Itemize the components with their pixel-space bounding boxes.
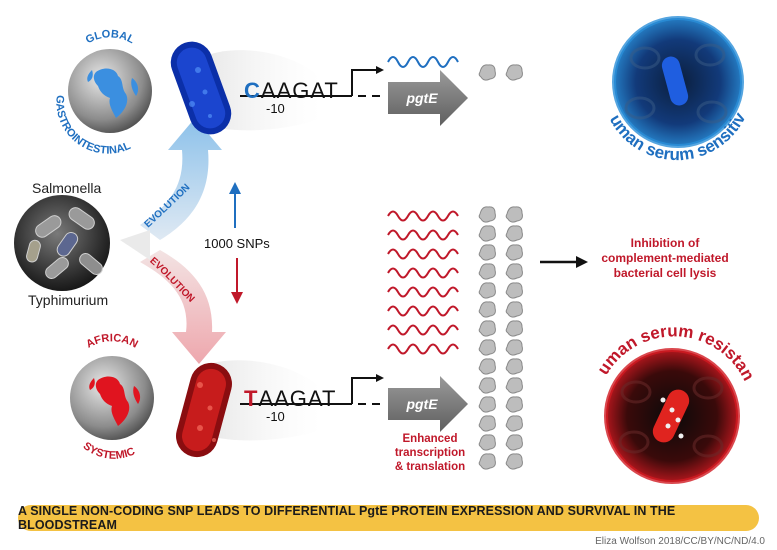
enhanced-note: Enhanced transcription & translation [382,432,478,474]
protein-icon [478,320,496,337]
protein-icon [505,377,523,394]
promoter-top-rest: AAGAT [260,78,339,103]
protein-icon [478,396,496,413]
evolution-arrow-down [140,250,226,364]
globe-bottom-line2: SYSTEMIC [81,440,137,462]
globe-bottom-line1: AFRICAN [84,332,140,350]
promoter-line-bottom [240,374,384,405]
gene-arrow-bottom [388,376,468,432]
protein-icon [478,263,496,280]
summary-banner: A SINGLE NON-CODING SNP LEADS TO DIFFERE… [18,504,759,532]
protein-icon [478,206,496,223]
protein-icon [505,263,523,280]
globe-bottom-icon [70,356,154,440]
svg-text:SYSTEMIC: SYSTEMIC [81,440,137,462]
protein-icon [505,225,523,242]
protein-cluster [478,64,523,470]
protein-icon [478,244,496,261]
protein-icon [478,64,496,81]
salmonella-cluster-icon [14,195,110,291]
promoter-bottom-first-base: T [244,386,259,411]
promoter-top-first-base: C [244,78,261,103]
enhanced-note-line1: Enhanced [402,433,458,445]
protein-icon [478,434,496,451]
organism-genus: Salmonella [32,180,102,196]
promoter-line-top [240,66,384,97]
protein-icon [505,339,523,356]
protein-icon [478,377,496,394]
bacterium-blue-icon [170,41,232,135]
organism-serovar: Typhimurium [28,292,109,308]
mrna-bottom-stack [387,210,459,355]
inhibition-note-line2: complement-mediated [601,251,729,265]
protein-icon [505,434,523,451]
protein-icon [505,320,523,337]
protein-icon [505,206,523,223]
protein-icon [505,415,523,432]
protein-icon [478,301,496,318]
mrna-top [387,56,459,68]
protein-icon [505,358,523,375]
snp-count: 1000 SNPs [204,236,270,251]
protein-icon [505,282,523,299]
snp-arrow-down-icon [231,258,243,304]
protein-icon [505,396,523,413]
protein-icon [478,453,496,470]
protein-icon [505,301,523,318]
snp-arrow-up-icon [229,182,241,228]
credit-text: Eliza Wolfson 2018/CC/BY/NC/ND/4.0 [595,536,765,547]
promoter-seq-bottom: TAAGAT [244,386,336,412]
svg-text:AFRICAN: AFRICAN [84,332,140,350]
promoter-bottom-rest: AAGAT [258,386,337,411]
globe-top-line1: GLOBAL [84,28,137,46]
gene-arrow-top [388,70,468,126]
enhanced-note-line3: & translation [394,461,466,473]
inhibition-arrow [540,256,588,268]
promoter-top-position: -10 [266,101,285,116]
bacterium-red-icon [176,362,232,458]
inhibition-note-line1: Inhibition of [630,236,700,250]
inhibition-note-line3: bacterial cell lysis [613,266,717,280]
protein-icon [478,415,496,432]
evolution-arrow-up [140,118,222,240]
promoter-bottom-position: -10 [266,409,285,424]
protein-icon [505,453,523,470]
gene-label-bottom: pgtE [405,396,438,412]
summary-banner-text: A SINGLE NON-CODING SNP LEADS TO DIFFERE… [18,504,676,532]
protein-icon [478,358,496,375]
svg-text:GLOBAL: GLOBAL [84,28,137,46]
promoter-seq-top: CAAGAT [244,78,339,104]
enhanced-note-line2: transcription [394,447,466,459]
protein-icon [478,282,496,299]
protein-icon [478,225,496,242]
globe-top-icon [68,49,152,133]
protein-icon [505,244,523,261]
inhibition-note: Inhibition of complement-mediated bacter… [590,236,740,281]
serum-resistant-cell-icon [604,348,740,484]
serum-sensitive-cell-icon [612,16,744,148]
gene-label-top: pgtE [405,90,438,106]
protein-icon [505,64,523,81]
protein-icon [478,339,496,356]
